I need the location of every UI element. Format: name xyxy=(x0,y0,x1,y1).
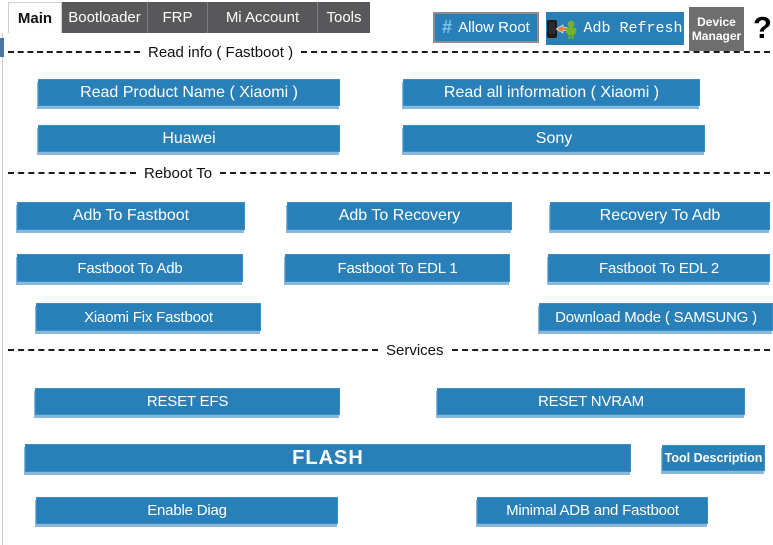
adb-to-recovery-button[interactable]: Adb To Recovery xyxy=(287,202,512,230)
tab-mi-account[interactable]: Mi Account xyxy=(208,2,318,33)
dashed-divider xyxy=(8,51,140,53)
device-manager-button[interactable]: Device Manager xyxy=(689,7,744,51)
hash-icon: # xyxy=(442,17,453,37)
read-all-information-xiaomi-button[interactable]: Read all information ( Xiaomi ) xyxy=(403,79,700,106)
recovery-to-adb-button[interactable]: Recovery To Adb xyxy=(550,202,770,230)
section-header-services: Services xyxy=(8,341,770,359)
allow-root-label: Allow Root xyxy=(458,19,530,36)
adb-refresh-button[interactable]: Adb Refresh xyxy=(546,12,684,45)
fastboot-to-edl-2-button[interactable]: Fastboot To EDL 2 xyxy=(548,254,770,282)
dashed-divider xyxy=(220,172,770,174)
dashed-divider xyxy=(451,349,770,351)
tool-description-button[interactable]: Tool Description xyxy=(662,445,765,471)
section-title-read-info: Read info ( Fastboot ) xyxy=(148,43,294,61)
device-manager-line2: Manager xyxy=(691,29,742,43)
enable-diag-button[interactable]: Enable Diag xyxy=(36,497,338,524)
xiaomi-fix-fastboot-button[interactable]: Xiaomi Fix Fastboot xyxy=(36,303,261,331)
tab-bootloader[interactable]: Bootloader xyxy=(62,2,148,33)
fastboot-to-adb-button[interactable]: Fastboot To Adb xyxy=(17,254,243,282)
dashed-divider xyxy=(8,349,378,351)
adb-refresh-icon xyxy=(547,18,577,40)
download-mode-samsung-button[interactable]: Download Mode ( SAMSUNG ) xyxy=(539,303,773,331)
reset-nvram-button[interactable]: RESET NVRAM xyxy=(437,388,745,415)
left-window-edge xyxy=(2,33,3,545)
reset-efs-button[interactable]: RESET EFS xyxy=(35,388,340,415)
tab-bar: Main Bootloader FRP Mi Account Tools xyxy=(8,2,370,33)
tab-frp[interactable]: FRP xyxy=(148,2,208,33)
tab-main[interactable]: Main xyxy=(8,2,62,33)
section-title-reboot-to: Reboot To xyxy=(144,164,213,182)
minimal-adb-and-fastboot-button[interactable]: Minimal ADB and Fastboot xyxy=(477,497,708,524)
allow-root-button[interactable]: # Allow Root xyxy=(433,12,539,43)
dashed-divider xyxy=(301,51,770,53)
tab-tools[interactable]: Tools xyxy=(318,2,370,33)
fastboot-to-edl-1-button[interactable]: Fastboot To EDL 1 xyxy=(285,254,510,282)
huawei-button[interactable]: Huawei xyxy=(38,125,340,152)
left-edge-accent xyxy=(0,38,4,57)
help-question-button[interactable]: ? xyxy=(753,10,772,45)
section-title-services: Services xyxy=(386,341,444,359)
read-product-name-xiaomi-button[interactable]: Read Product Name ( Xiaomi ) xyxy=(38,79,340,106)
section-header-reboot-to: Reboot To xyxy=(8,164,770,182)
section-header-read-info: Read info ( Fastboot ) xyxy=(8,43,770,61)
device-manager-line1: Device xyxy=(697,15,736,29)
adb-refresh-label: Adb Refresh xyxy=(583,20,683,37)
dashed-divider xyxy=(8,172,136,174)
flash-button[interactable]: FLASH xyxy=(25,444,631,472)
adb-to-fastboot-button[interactable]: Adb To Fastboot xyxy=(17,202,245,230)
sony-button[interactable]: Sony xyxy=(403,125,705,152)
